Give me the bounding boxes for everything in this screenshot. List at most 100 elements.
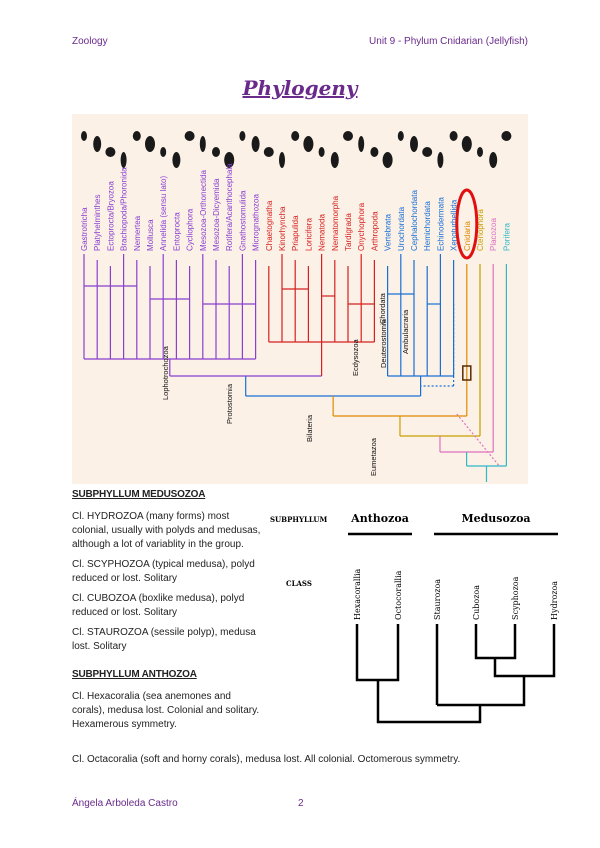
taxon-label: Gnathostomulida <box>238 190 247 251</box>
class-hexacoralia: Cl. Hexacoralia (sea anemones and corals… <box>72 691 260 730</box>
header-subject: Zoology <box>72 36 108 47</box>
class-label-hydrozoa: Hydrozoa <box>550 581 559 620</box>
organism-silhouette <box>343 131 353 141</box>
footer-page-number: 2 <box>298 798 304 809</box>
taxon-label: Vertebrata <box>384 214 393 251</box>
organism-silhouette <box>370 147 379 157</box>
organism-silhouettes <box>81 131 512 168</box>
medusozoa-heading: SUBPHYLLUM MEDUSOZOA <box>72 489 206 500</box>
phylogeny-figure: Gastrotricha Platyhelminthes Ectoprocta/Br… <box>72 114 528 484</box>
taxon-label: Ctenophora <box>476 209 485 251</box>
class-hydrozoa: Cl. HYDROZOA (many forms) most colonial,… <box>72 511 261 550</box>
organism-silhouette <box>172 152 181 168</box>
organism-silhouette <box>132 131 141 141</box>
organism-silhouette <box>358 136 365 152</box>
taxon-label: Nematomorpha <box>331 195 340 251</box>
taxon-label: Hemichordata <box>423 201 432 251</box>
cnidaria-cladogram: SUBPHYLLUM CLASS Anthozoa Medusozoa Hexa… <box>262 500 562 740</box>
organism-silhouette <box>303 136 314 152</box>
taxon-label: Arthropoda <box>370 211 379 251</box>
organism-silhouette <box>81 131 87 141</box>
taxon-label: Onychophora <box>357 202 366 251</box>
class-label-staurozoa: Staurozoa <box>433 579 442 620</box>
organism-silhouette <box>212 147 220 157</box>
taxon-label: Ectoprocta/Bryozoa <box>106 181 115 251</box>
taxon-label: Priapulida <box>291 215 300 251</box>
clade-label-ambulacraria: Ambulacraria <box>401 309 410 354</box>
taxon-label: Urochordata <box>397 206 406 251</box>
organism-silhouette <box>224 152 235 168</box>
taxon-label: Chaetognatha <box>265 200 274 251</box>
organism-silhouette <box>422 147 433 157</box>
organism-silhouette <box>199 136 206 152</box>
organism-silhouette <box>397 131 404 141</box>
taxon-label: Platyhelminthes <box>93 195 102 251</box>
organism-silhouette <box>105 147 116 157</box>
taxon-label: Gastrotricha <box>80 207 89 251</box>
taxon-label: Mesozoa-Dicyemida <box>212 178 221 251</box>
organism-silhouette <box>330 152 339 168</box>
clade-label-deuterostomia: Deuterostomia <box>379 318 388 368</box>
phylogeny-tree-lines <box>83 254 507 482</box>
organism-silhouette <box>461 136 472 152</box>
taxon-label: Loricifera <box>304 218 313 251</box>
taxa-labels: Gastrotricha Platyhelminthes Ectoprocta/Br… <box>80 163 511 251</box>
organism-silhouette <box>145 136 155 152</box>
organism-silhouette <box>437 152 444 168</box>
clade-label-bilateria: Bilateria <box>305 414 314 442</box>
taxon-label: Cephalochordata <box>410 190 419 251</box>
class-label-octocorallia: Octocorallia <box>394 570 403 620</box>
taxon-label: Cnidaria <box>463 221 472 251</box>
clade-labels: Lophotrochozoa Protostomia Bilateria Ecd… <box>161 292 410 476</box>
class-octacoralia: Cl. Octacoralia (soft and horny corals),… <box>72 754 461 765</box>
group-anthozoa: Anthozoa <box>350 512 409 525</box>
taxon-label: Rotifera/Acanthocephala <box>225 163 234 251</box>
footer-author: Ángela Arboleda Castro <box>72 798 178 809</box>
tree-branch <box>456 413 500 467</box>
clade-label-chordata: Chordata <box>378 292 387 324</box>
organism-silhouette <box>93 136 102 152</box>
taxon-label: Micrognathozoa <box>252 194 261 251</box>
clade-label-eumetazoa: Eumetazoa <box>369 437 378 476</box>
taxon-label: Kinorhyncha <box>278 206 287 251</box>
organism-silhouette <box>263 147 274 157</box>
cnidaria-highlight-ellipse <box>455 188 479 260</box>
anthozoa-heading: SUBPHYLLUM ANTHOZOA <box>72 669 197 680</box>
taxon-label: Placozoa <box>489 218 498 251</box>
taxon-label: Xenoturbellida <box>450 199 459 251</box>
group-medusozoa: Medusozoa <box>461 512 530 525</box>
organism-silhouette <box>120 152 127 168</box>
taxon-label: Tardigrada <box>344 213 353 251</box>
organism-silhouette <box>239 131 246 141</box>
organism-silhouette <box>410 136 418 152</box>
clade-label-lophotrochozoa: Lophotrochozoa <box>161 345 170 400</box>
organism-silhouette <box>279 152 285 168</box>
organism-silhouette <box>489 152 498 168</box>
clade-label-ecdysozoa: Ecdysozoa <box>351 338 360 376</box>
organism-silhouette <box>291 131 300 141</box>
organism-silhouette <box>382 152 393 168</box>
class-row-label: CLASS <box>286 579 312 588</box>
subphyllum-row-label: SUBPHYLLUM <box>270 515 328 524</box>
taxon-label: Brachiopoda/Phoronida <box>120 167 129 251</box>
organism-silhouette <box>251 136 260 152</box>
organism-silhouette <box>449 131 458 141</box>
class-cubozoa: Cl. CUBOZOA (boxlike medusa), polyd redu… <box>72 593 245 618</box>
taxon-label: Echinodermata <box>436 197 445 251</box>
class-label-cubozoa: Cubozoa <box>472 585 481 620</box>
header-unit: Unit 9 - Phylum Cnidarian (Jellyfish) <box>369 36 528 47</box>
taxon-label: Annelida (sensu lato) <box>159 176 168 251</box>
taxon-label: Porifera <box>502 222 511 251</box>
taxon-label: Cycliophora <box>186 208 195 251</box>
clade-label-protostomia: Protostomia <box>225 383 234 424</box>
cnidaria-stem-box <box>462 365 472 381</box>
class-staurozoa: Cl. STAUROZOA (sessile polyp), medusa lo… <box>72 627 256 652</box>
taxon-label: Nematoda <box>318 214 327 251</box>
taxon-label: Mesozoa-Orthonectida <box>199 170 208 251</box>
class-label-hexacorallia: Hexacorallia <box>353 568 362 620</box>
cladogram-branches <box>355 624 556 724</box>
organism-silhouette <box>184 131 195 141</box>
taxon-label: Mollusca <box>146 219 155 251</box>
organism-silhouette <box>477 147 483 157</box>
class-scyphozoa: Cl. SCYPHOZOA (typical medusa), polyd re… <box>72 559 255 584</box>
